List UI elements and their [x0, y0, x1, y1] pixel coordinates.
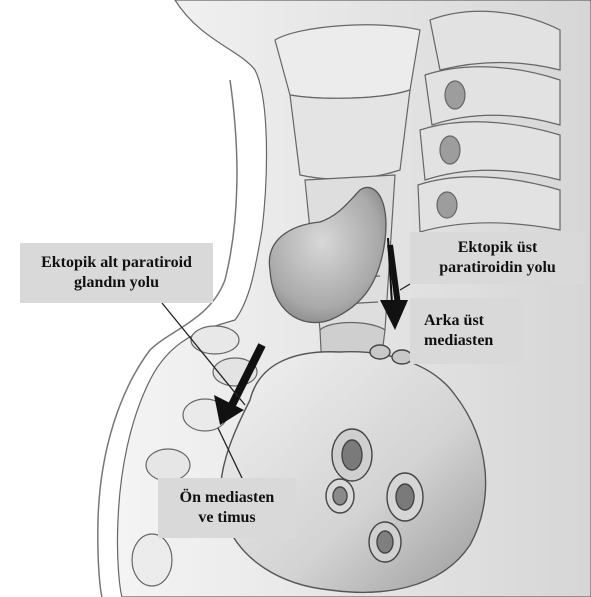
label-posterior-mediastinum-line2: mediasten: [424, 331, 493, 351]
label-inferior-path-line2: glandın yolu: [74, 273, 159, 293]
label-posterior-mediastinum: Arka üst mediasten: [410, 298, 522, 364]
label-superior-path-line2: paratiroidin yolu: [439, 258, 556, 278]
label-anterior-mediastinum-line2: ve timus: [198, 508, 255, 528]
label-posterior-mediastinum-line1: Arka üst: [424, 311, 484, 331]
label-superior-path-line1: Ektopik üst: [458, 238, 538, 258]
label-anterior-mediastinum: Ön mediasten ve timus: [158, 478, 296, 538]
label-inferior-path: Ektopik alt paratiroid glandın yolu: [20, 243, 213, 303]
label-inferior-path-line1: Ektopik alt paratiroid: [41, 253, 192, 273]
label-superior-path: Ektopik üst paratiroidin yolu: [410, 232, 585, 284]
label-anterior-mediastinum-line1: Ön mediasten: [180, 488, 275, 508]
